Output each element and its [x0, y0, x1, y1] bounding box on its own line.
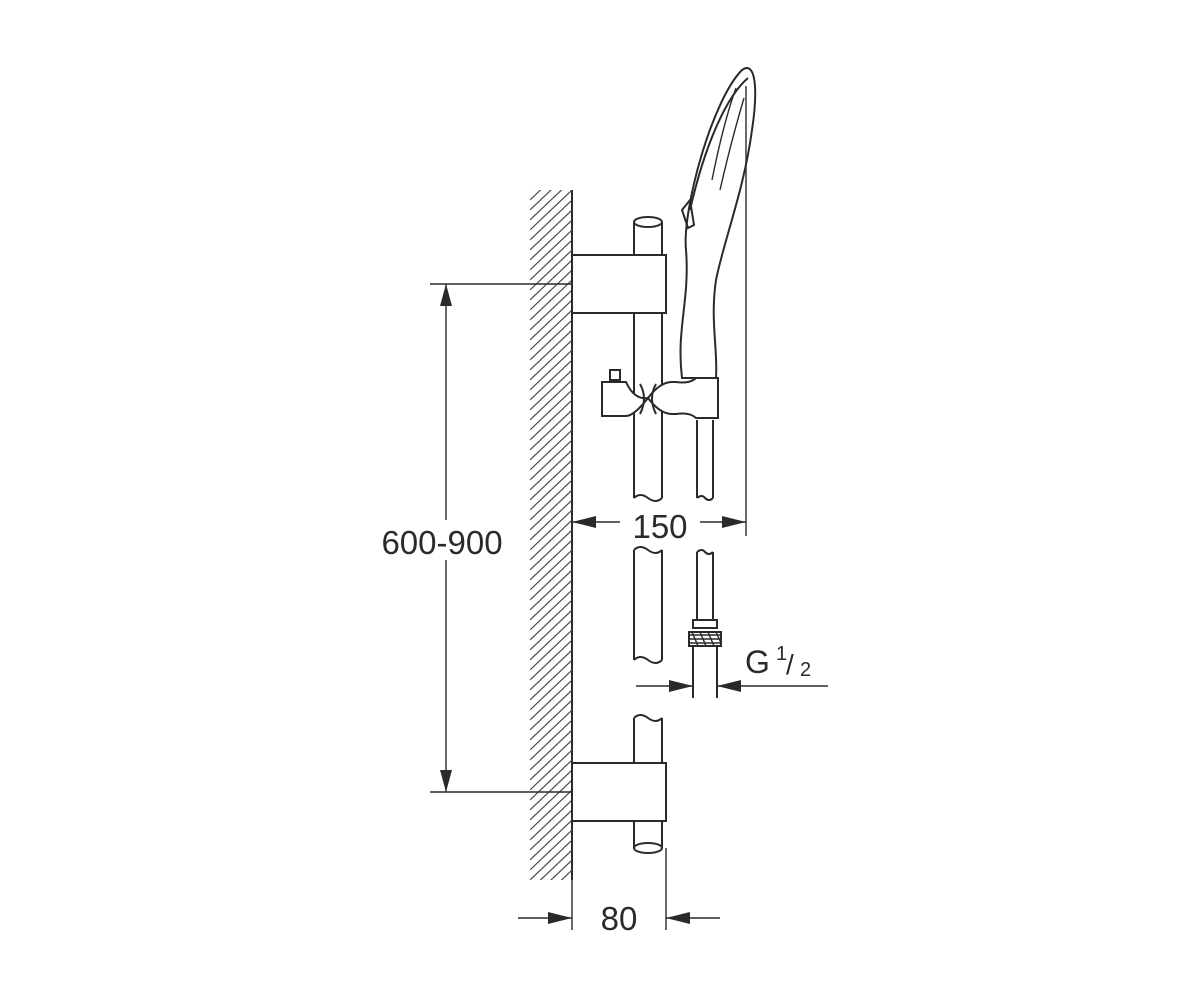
projection-label: 150 — [632, 508, 687, 545]
lower-wall-bracket — [571, 762, 667, 822]
wall-hatching — [530, 190, 573, 880]
thread-label: G 1 / 2 — [745, 643, 811, 681]
thread-fraction-num: 1 — [776, 643, 787, 665]
dimension-thread — [636, 680, 828, 692]
dimension-height — [430, 283, 572, 793]
wall-distance-label: 80 — [601, 900, 638, 937]
hand-shower-head — [679, 67, 757, 379]
thread-main-label: G — [745, 644, 770, 680]
thread-fraction-den: 2 — [800, 659, 811, 681]
height-range-label: 600-900 — [381, 524, 502, 561]
dimension-wall-distance — [518, 848, 720, 930]
shower-hose — [688, 420, 722, 698]
shower-holder-slider — [601, 369, 719, 419]
thread-fraction-sep: / — [786, 649, 794, 680]
upper-wall-bracket — [571, 254, 667, 314]
dimension-projection — [572, 86, 747, 536]
